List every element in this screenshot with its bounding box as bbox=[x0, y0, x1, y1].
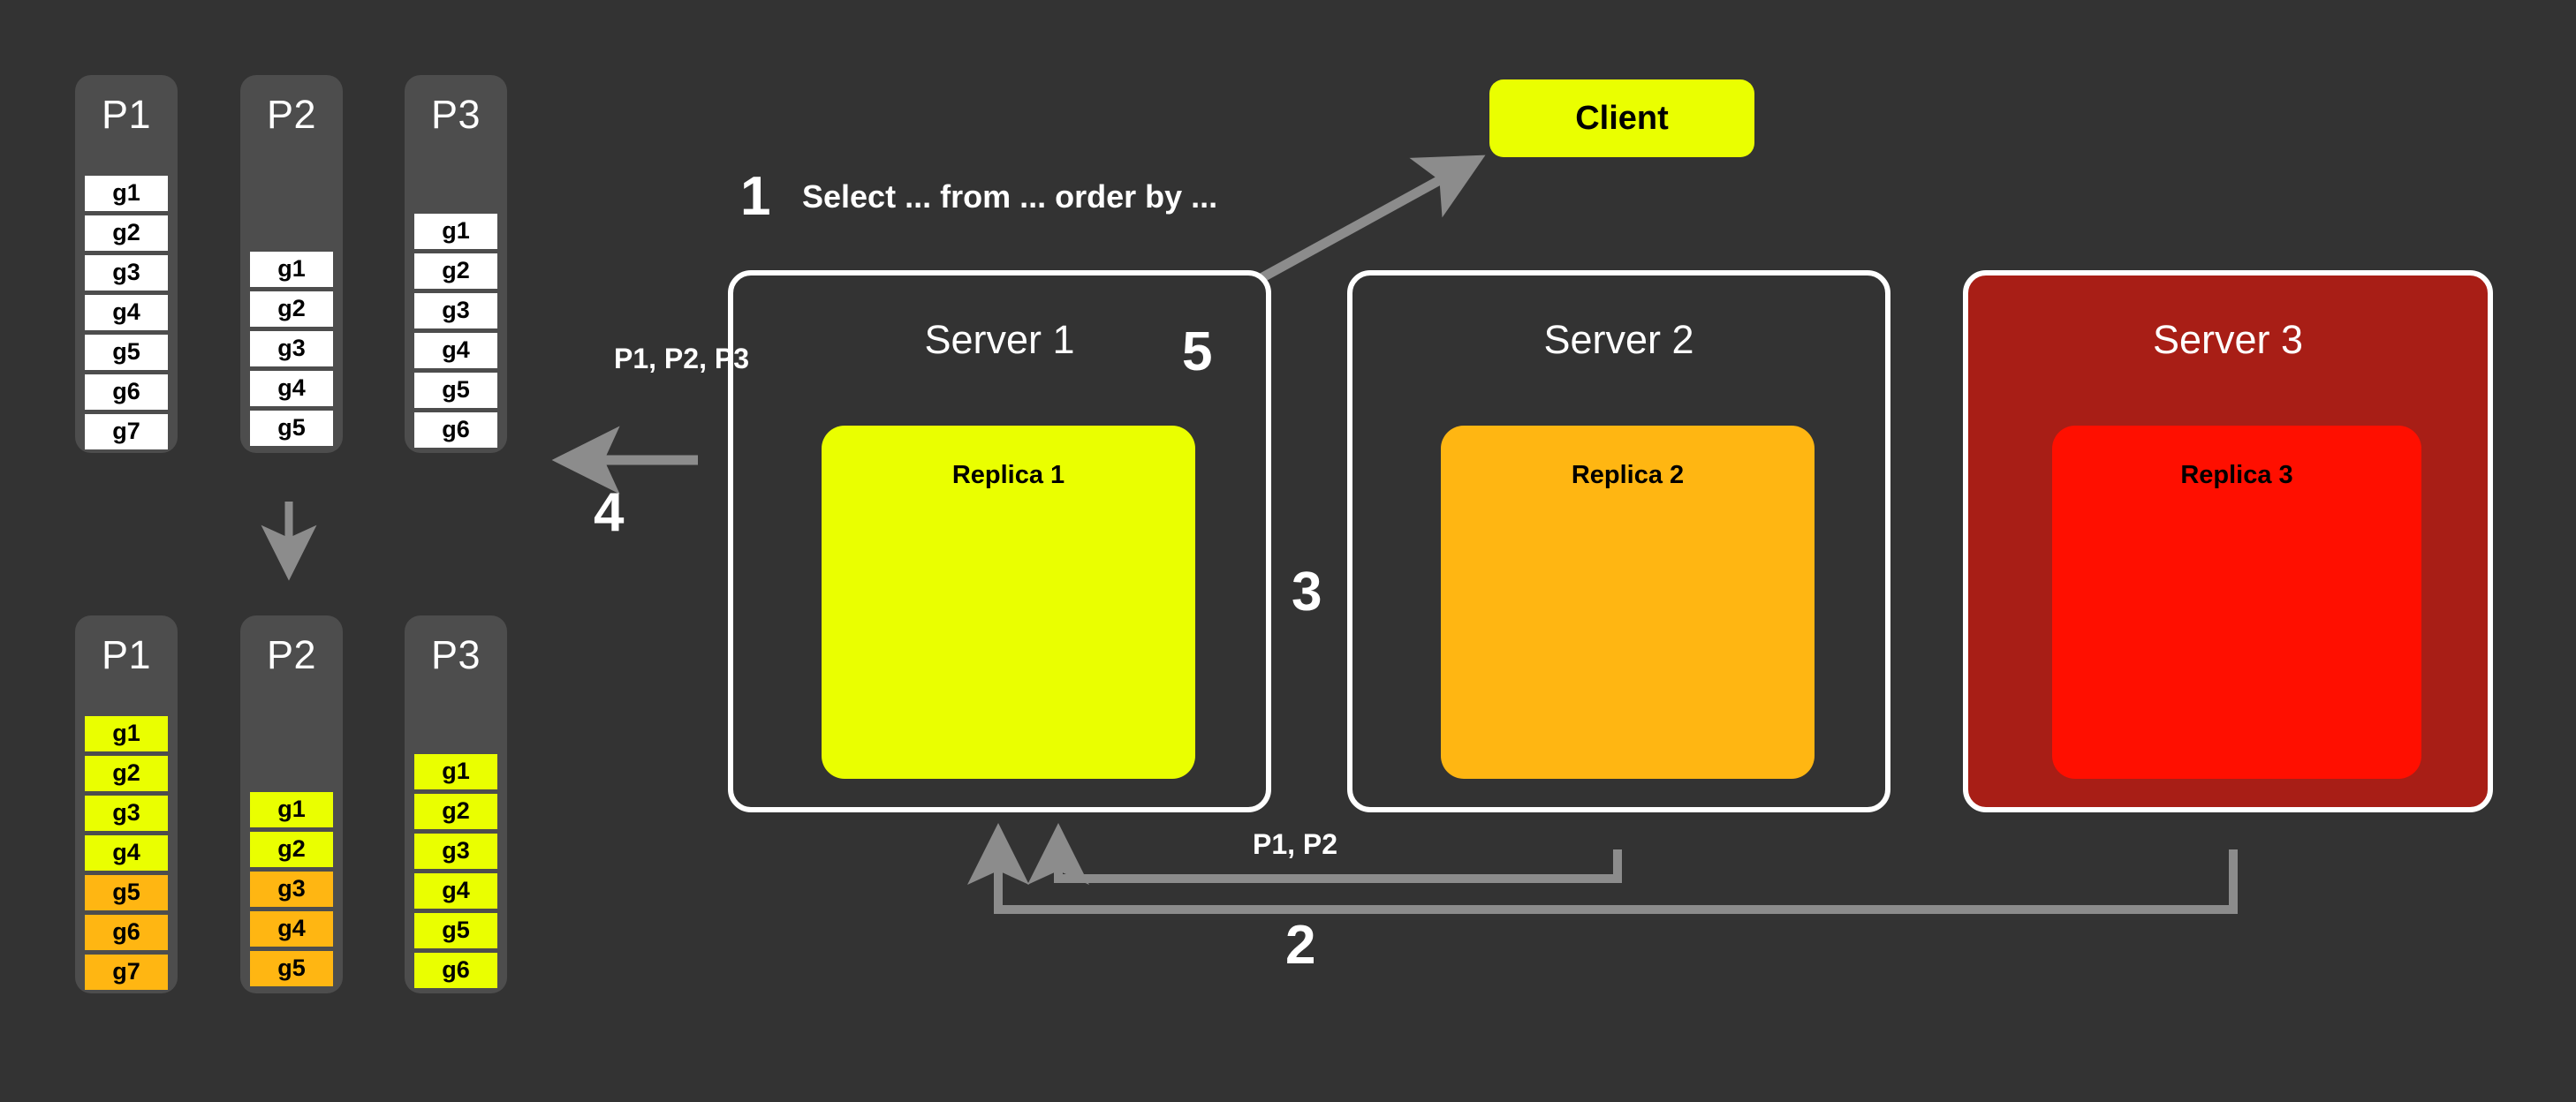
group-cell: g5 bbox=[414, 372, 497, 408]
step-1-query-text: Select ... from ... order by ... bbox=[802, 178, 1218, 215]
group-cell: g1 bbox=[414, 213, 497, 249]
group-cell: g4 bbox=[85, 294, 168, 330]
partition-after-1-title: P2 bbox=[266, 632, 317, 677]
arrow-server3-to-server1 bbox=[967, 822, 2238, 914]
group-cell: g6 bbox=[85, 914, 168, 950]
group-cell: g3 bbox=[250, 330, 333, 366]
partition-after-0-title: P1 bbox=[101, 632, 152, 677]
group-cell: g5 bbox=[250, 410, 333, 446]
group-cell: g7 bbox=[85, 954, 168, 990]
group-cell: g4 bbox=[414, 872, 497, 909]
group-cell: g1 bbox=[250, 791, 333, 827]
partition-after-2-title: P3 bbox=[430, 632, 481, 677]
group-cell: g3 bbox=[85, 254, 168, 291]
replica-3-label: Replica 3 bbox=[2180, 461, 2293, 489]
client-label: Client bbox=[1575, 99, 1669, 137]
server-3-title: Server 3 bbox=[2152, 317, 2304, 362]
server-2[interactable]: Server 2 Replica 2 bbox=[1347, 270, 1890, 812]
group-cell: g3 bbox=[85, 795, 168, 831]
group-cell: g3 bbox=[250, 871, 333, 907]
group-cell: g1 bbox=[85, 715, 168, 751]
group-cell: g1 bbox=[250, 251, 333, 287]
step-4-number: 4 bbox=[594, 482, 625, 543]
replica-2-label: Replica 2 bbox=[1571, 461, 1685, 489]
group-cell: g5 bbox=[414, 912, 497, 948]
replica-1[interactable]: Replica 1 bbox=[822, 426, 1195, 779]
group-cell: g5 bbox=[85, 334, 168, 370]
group-cell: g6 bbox=[414, 411, 497, 448]
group-cell: g4 bbox=[414, 332, 497, 368]
server-3[interactable]: Server 3 Replica 3 bbox=[1963, 270, 2493, 812]
server-1[interactable]: Server 1 Replica 1 bbox=[728, 270, 1271, 812]
step-5-number: 5 bbox=[1182, 321, 1213, 382]
server-1-title: Server 1 bbox=[924, 317, 1075, 362]
group-cell: g2 bbox=[250, 291, 333, 327]
group-cell: g6 bbox=[414, 952, 497, 988]
step-3-number: 3 bbox=[1292, 562, 1322, 623]
label-p1-p2-p3: P1, P2, P3 bbox=[614, 343, 749, 374]
group-cell: g2 bbox=[85, 755, 168, 791]
group-cell: g3 bbox=[414, 833, 497, 869]
partition-before-2-title: P3 bbox=[430, 92, 481, 137]
step-2-number: 2 bbox=[1285, 915, 1316, 976]
partition-before-0-title: P1 bbox=[101, 92, 152, 137]
group-cell: g4 bbox=[250, 370, 333, 406]
label-p1-p2: P1, P2 bbox=[1253, 828, 1338, 860]
group-cell: g4 bbox=[250, 910, 333, 947]
group-cell: g5 bbox=[85, 874, 168, 910]
group-cell: g1 bbox=[414, 753, 497, 789]
partition-before-1-title: P2 bbox=[266, 92, 317, 137]
arrow-server2-to-server1 bbox=[1027, 822, 1622, 885]
group-cell: g4 bbox=[85, 834, 168, 871]
group-cell: g2 bbox=[85, 215, 168, 251]
group-cell: g2 bbox=[414, 253, 497, 289]
group-cell: g2 bbox=[414, 793, 497, 829]
replica-2[interactable]: Replica 2 bbox=[1441, 426, 1815, 779]
step-1-number: 1 bbox=[740, 166, 771, 227]
group-cell: g7 bbox=[85, 413, 168, 449]
group-cell: g5 bbox=[250, 950, 333, 986]
group-cell: g2 bbox=[250, 831, 333, 867]
replica-1-label: Replica 1 bbox=[951, 461, 1065, 489]
group-cell: g3 bbox=[414, 292, 497, 328]
server-2-title: Server 2 bbox=[1543, 317, 1694, 362]
client-node[interactable]: Client bbox=[1489, 79, 1754, 157]
replica-3[interactable]: Replica 3 bbox=[2052, 426, 2421, 779]
group-cell: g6 bbox=[85, 374, 168, 410]
group-cell: g1 bbox=[85, 175, 168, 211]
